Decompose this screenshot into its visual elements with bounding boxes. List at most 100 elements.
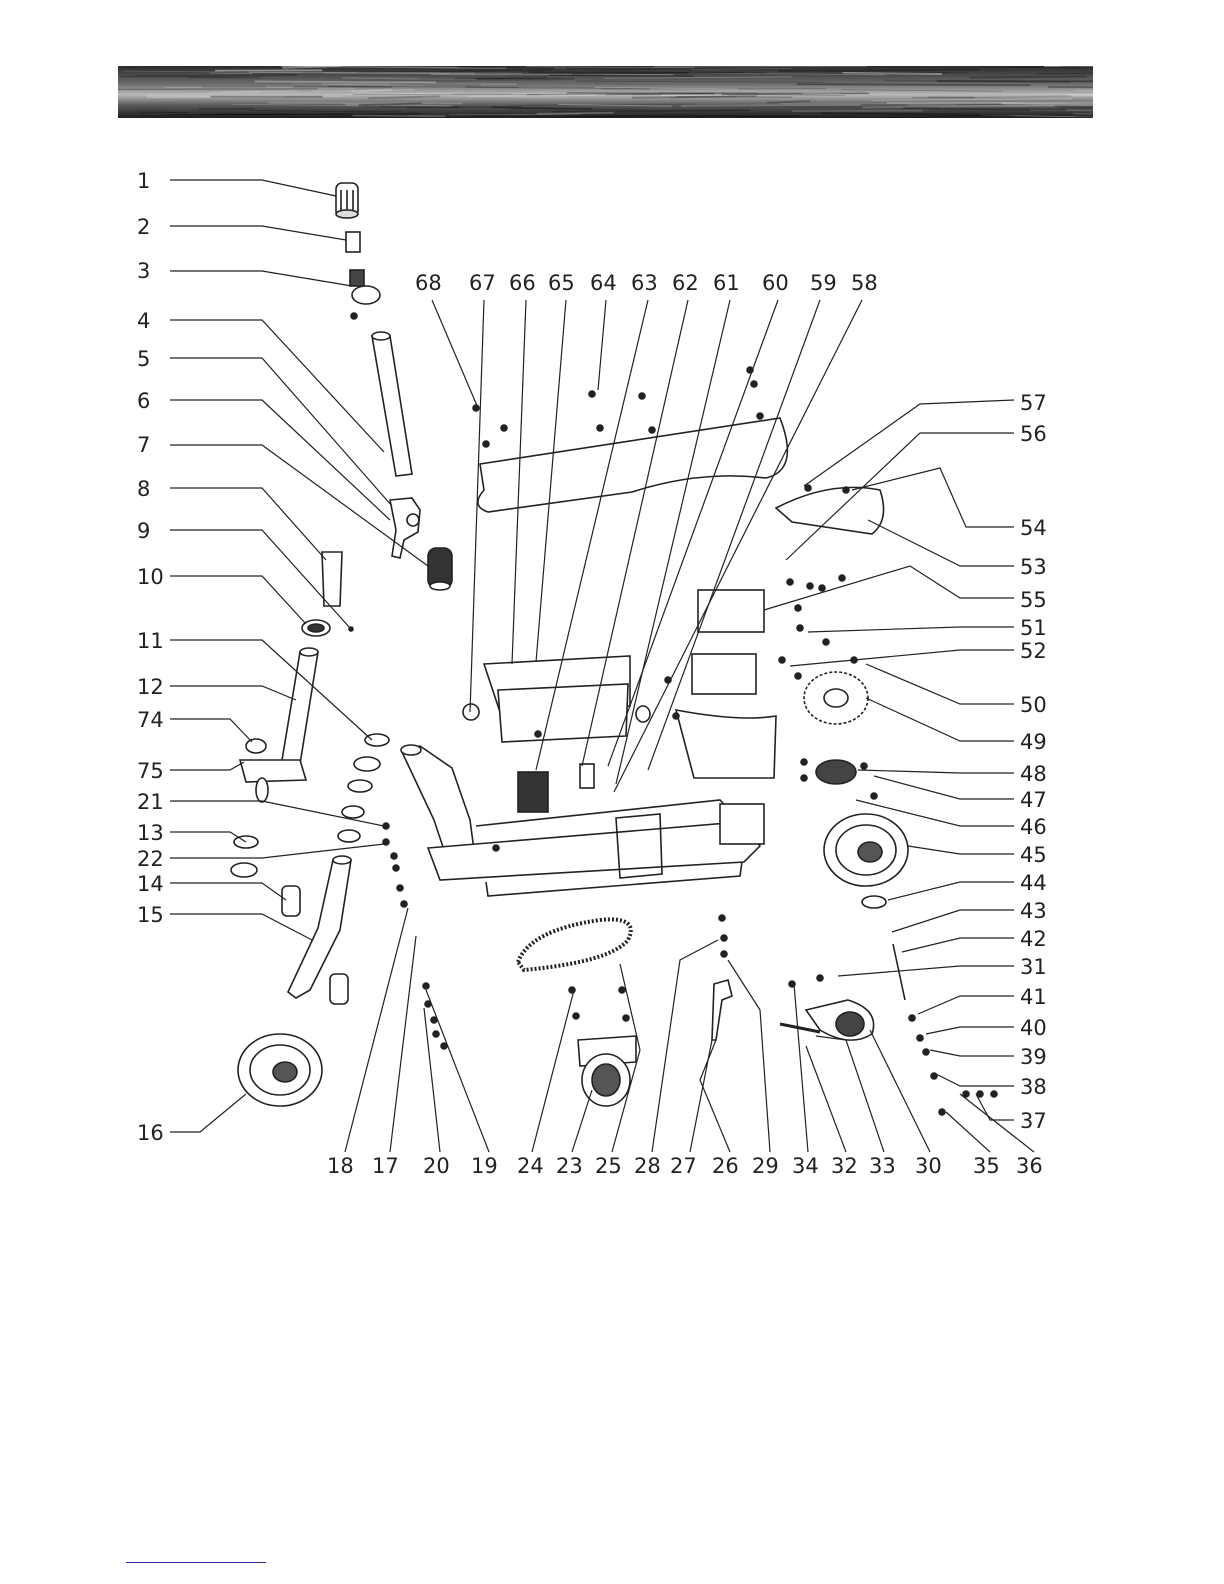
fastener	[819, 585, 825, 591]
label-75: 75	[137, 759, 164, 783]
leader-line	[764, 566, 1014, 610]
leader-line	[390, 936, 416, 1152]
fastener	[801, 775, 807, 781]
label-56: 56	[1020, 422, 1047, 446]
part-rear-wheel	[824, 814, 908, 886]
fastener	[807, 583, 813, 589]
fastener	[573, 1013, 579, 1019]
label-37: 37	[1020, 1109, 1047, 1133]
part-batteries	[692, 590, 764, 694]
label-50: 50	[1020, 693, 1047, 717]
leader-line	[858, 770, 1014, 773]
label-6: 6	[137, 389, 150, 413]
leader-line	[976, 1094, 1014, 1120]
label-19: 19	[471, 1154, 498, 1178]
leader-line	[892, 910, 1014, 932]
leader-line	[572, 1090, 592, 1152]
label-26: 26	[712, 1154, 739, 1178]
label-66: 66	[509, 271, 536, 295]
leader-line	[816, 1036, 884, 1152]
label-10: 10	[137, 565, 164, 589]
label-20: 20	[423, 1154, 450, 1178]
leader-line	[930, 1050, 1014, 1056]
fastener	[977, 1091, 983, 1097]
leader-line	[345, 908, 408, 1152]
label-30: 30	[915, 1154, 942, 1178]
leader-line	[170, 686, 296, 700]
part-brake-assembly	[780, 1000, 874, 1040]
label-14: 14	[137, 872, 164, 896]
label-54: 54	[1020, 516, 1047, 540]
label-60: 60	[762, 271, 789, 295]
fastener	[391, 853, 397, 859]
label-16: 16	[137, 1121, 164, 1145]
part-guard-plate	[676, 710, 776, 778]
leader-line	[582, 300, 688, 766]
fastener	[649, 427, 655, 433]
label-62: 62	[672, 271, 699, 295]
label-21: 21	[137, 790, 164, 814]
label-29: 29	[752, 1154, 779, 1178]
label-4: 4	[137, 309, 150, 333]
leader-line	[170, 180, 336, 196]
part-drive-chain	[518, 919, 631, 970]
leader-line	[424, 1008, 440, 1152]
fastener	[779, 657, 785, 663]
leader-line	[790, 650, 1014, 666]
part-washer-22	[231, 863, 257, 877]
label-49: 49	[1020, 730, 1047, 754]
fastener	[909, 1015, 915, 1021]
label-53: 53	[1020, 555, 1047, 579]
label-13: 13	[137, 821, 164, 845]
leader-line	[946, 1112, 990, 1152]
part-tube-sleeve	[322, 552, 342, 606]
fastener	[619, 987, 625, 993]
label-1: 1	[137, 169, 150, 193]
label-42: 42	[1020, 927, 1047, 951]
leader-line	[598, 300, 606, 390]
leader-line	[170, 320, 384, 452]
leader-line	[170, 1094, 246, 1132]
label-47: 47	[1020, 788, 1047, 812]
fastener	[939, 1109, 945, 1115]
fastener	[473, 405, 479, 411]
leader-line	[170, 914, 312, 940]
leader-line	[170, 576, 306, 624]
fastener	[795, 605, 801, 611]
leader-line	[170, 226, 346, 240]
label-68: 68	[415, 271, 442, 295]
leader-line	[170, 488, 326, 560]
label-58: 58	[851, 271, 878, 295]
leader-line	[936, 1074, 1014, 1086]
part-steering-stem	[240, 648, 318, 802]
fastener	[923, 1049, 929, 1055]
fastener	[393, 865, 399, 871]
leader-line	[170, 445, 428, 566]
leader-line	[170, 400, 390, 520]
part-throttle	[350, 270, 380, 319]
fastener	[589, 391, 595, 397]
fastener	[871, 793, 877, 799]
fastener	[569, 987, 575, 993]
leader-line	[808, 627, 1014, 632]
label-33: 33	[869, 1154, 896, 1178]
fastener	[917, 1035, 923, 1041]
label-51: 51	[1020, 616, 1047, 640]
fastener	[751, 381, 757, 387]
leader-line	[170, 271, 352, 286]
fastener	[861, 763, 867, 769]
part-deck-cover	[478, 418, 788, 512]
label-2: 2	[137, 215, 150, 239]
part-hub	[816, 760, 856, 784]
fastener	[963, 1091, 969, 1097]
fastener	[673, 713, 679, 719]
label-63: 63	[631, 271, 658, 295]
part-foot-pedal	[518, 772, 548, 812]
label-67: 67	[469, 271, 496, 295]
leader-line	[432, 300, 478, 408]
part-grip-end	[336, 183, 358, 218]
label-15: 15	[137, 903, 164, 927]
fastener	[501, 425, 507, 431]
label-41: 41	[1020, 985, 1047, 1009]
label-27: 27	[670, 1154, 697, 1178]
